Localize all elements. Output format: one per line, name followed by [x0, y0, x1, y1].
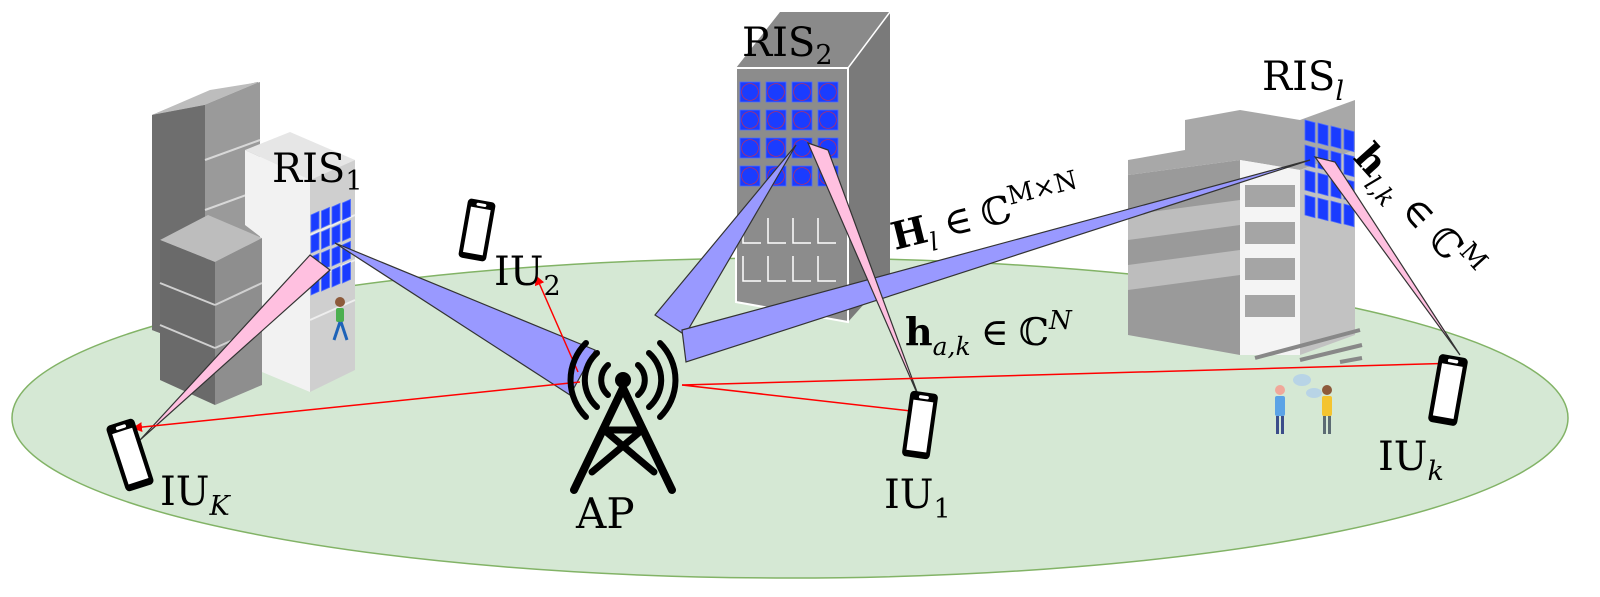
ris-element	[1330, 125, 1342, 150]
ris-element	[342, 261, 351, 284]
ris-element-marker	[793, 167, 811, 185]
ris-element-marker	[741, 111, 759, 129]
ris-element-marker	[741, 83, 759, 101]
label-iu2: IU2	[494, 249, 561, 302]
ris-element-marker	[819, 83, 837, 101]
beam-risl-to-iuk	[1313, 156, 1461, 356]
label-iuK: IUK	[160, 469, 232, 522]
ris-element-marker	[793, 83, 811, 101]
ris-element	[791, 81, 813, 103]
beam-ap-to-risl	[681, 159, 1311, 363]
ris-element	[791, 109, 813, 131]
ris-element-marker	[793, 111, 811, 129]
ris-element	[817, 109, 839, 131]
building-window	[767, 218, 786, 244]
ris-element	[1304, 119, 1316, 144]
link-ap-to-iu1	[681, 384, 921, 416]
ris-element	[342, 198, 351, 221]
phone-icon-iu2	[458, 198, 496, 262]
ris-element	[1304, 169, 1316, 194]
ris-element	[1330, 200, 1342, 225]
label-risl: RISl	[1262, 54, 1344, 107]
ris-element	[1343, 128, 1355, 153]
ris-element	[739, 137, 761, 159]
label-ap: AP	[575, 489, 635, 538]
cell-tower-icon	[567, 340, 679, 494]
pedestrian-icon	[332, 297, 349, 341]
ris-element-marker	[767, 111, 785, 129]
ris-element	[1317, 172, 1329, 197]
ris-element	[331, 202, 341, 225]
ris-element-marker	[819, 111, 837, 129]
ris-element	[310, 231, 320, 254]
ris-element	[1317, 197, 1329, 222]
ris-element	[1343, 153, 1355, 178]
building-window	[817, 256, 836, 282]
ris-element	[739, 109, 761, 131]
ris-element	[739, 81, 761, 103]
label-iuk: IUk	[1378, 434, 1444, 487]
ris-element	[765, 109, 787, 131]
ris-element	[331, 265, 341, 288]
building-window	[817, 218, 836, 244]
link-ap-to-iuK	[132, 381, 581, 433]
beam-ris1-to-iuK	[139, 254, 331, 441]
building-window	[792, 256, 811, 282]
ris-element	[739, 165, 761, 187]
ris-element	[1304, 194, 1316, 219]
ris-element	[1317, 122, 1329, 147]
beam-ris2-to-iu1	[806, 141, 921, 401]
ris-element-marker	[767, 167, 785, 185]
ris-element	[765, 81, 787, 103]
ris-element-marker	[741, 139, 759, 157]
ris-element	[331, 244, 341, 267]
ris-element-marker	[767, 83, 785, 101]
ris-element	[791, 137, 813, 159]
label-iu1: IU1	[884, 472, 951, 525]
label-ris2: RIS2	[742, 20, 833, 71]
ris-element	[1304, 144, 1316, 169]
ris-element	[342, 219, 351, 242]
ris-element	[331, 223, 341, 246]
ris-element	[765, 137, 787, 159]
building-window	[742, 256, 761, 282]
ris-element-marker	[741, 167, 759, 185]
link-ap-to-iu2	[535, 275, 579, 373]
label-ris1: RIS1	[272, 146, 363, 197]
building-window	[767, 256, 786, 282]
ris-element	[310, 210, 320, 233]
ris-element	[791, 165, 813, 187]
ris-element-marker	[767, 139, 785, 157]
ris-element	[817, 81, 839, 103]
ris-element	[321, 227, 330, 250]
label-channel-h-ak: ha,k∈ℂN	[905, 306, 1073, 361]
people-talking-icon	[1275, 374, 1332, 434]
ris-element	[321, 206, 330, 229]
link-ap-to-iuk	[681, 358, 1461, 386]
beam-ap-to-ris2	[654, 144, 797, 336]
building-window	[792, 218, 811, 244]
